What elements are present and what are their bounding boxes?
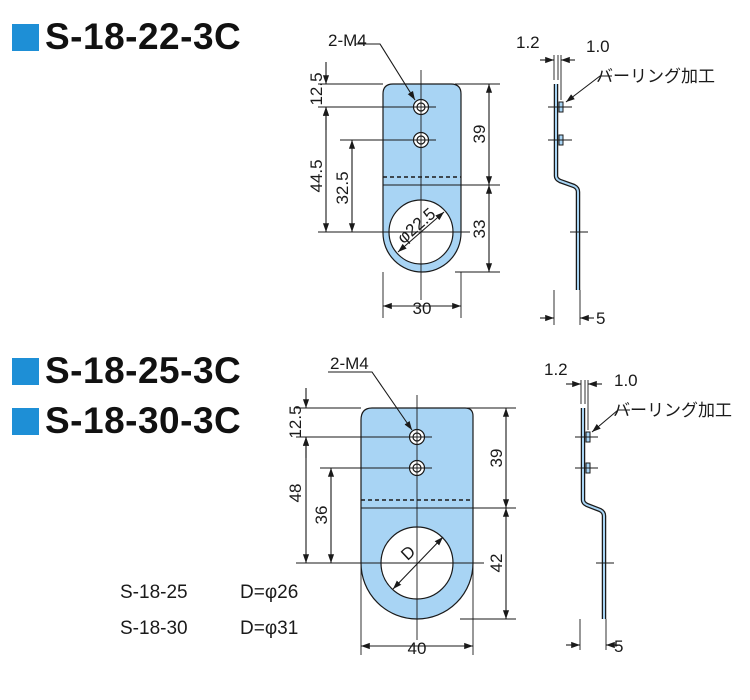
dim-32-5: 32.5 <box>333 171 352 204</box>
bottom-side-view <box>566 380 630 650</box>
bottom-side-labels: 1.2 1.0 バーリング加工 5 <box>544 360 732 656</box>
dim-33: 33 <box>470 220 489 239</box>
variant-model: S-18-30 <box>120 618 188 639</box>
thickness-1-0: 1.0 <box>586 37 610 56</box>
top-side-labels: 1.2 1.0 バーリング加工 5 <box>516 33 715 328</box>
title-marker-icon <box>12 407 39 435</box>
title-marker-icon <box>12 23 39 51</box>
offset-5: 5 <box>596 309 605 328</box>
bottom-front-dimension-labels: 2-M4 12.5 48 36 39 42 40 D <box>286 354 506 658</box>
burring-note: バーリング加工 <box>613 401 732 420</box>
dim-39: 39 <box>470 125 489 144</box>
thickness-1-0: 1.0 <box>614 371 638 390</box>
thickness-1-2: 1.2 <box>516 33 540 52</box>
dim-44-5: 44.5 <box>307 159 326 192</box>
dim-36: 36 <box>312 506 331 525</box>
dim-42: 42 <box>487 554 506 573</box>
holes-label: 2-M4 <box>328 31 367 50</box>
variant-value: D=φ31 <box>240 618 298 639</box>
dim-48: 48 <box>286 484 305 503</box>
top-model-title: S-18-22-3C <box>12 16 241 58</box>
thickness-1-2: 1.2 <box>544 360 568 379</box>
top-side-view <box>540 55 612 325</box>
offset-5: 5 <box>614 637 623 656</box>
variant-table: S-18-25 D=φ26 S-18-30 D=φ31 <box>120 582 298 639</box>
bottom-model-title-1: S-18-25-3C <box>12 350 241 392</box>
bottom-front-view <box>296 371 516 655</box>
top-front-view <box>318 43 500 318</box>
burring-note: バーリング加工 <box>596 67 715 86</box>
dim-12-5: 12.5 <box>307 72 326 105</box>
dim-39: 39 <box>487 449 506 468</box>
dim-12-5: 12.5 <box>286 405 305 438</box>
variant-model: S-18-25 <box>120 582 188 603</box>
title-marker-icon <box>12 357 39 385</box>
variant-value: D=φ26 <box>240 582 298 603</box>
holes-label: 2-M4 <box>330 354 369 373</box>
dim-30: 30 <box>413 299 432 318</box>
dim-40: 40 <box>408 639 427 658</box>
bottom-model-title-2: S-18-30-3C <box>12 400 241 442</box>
